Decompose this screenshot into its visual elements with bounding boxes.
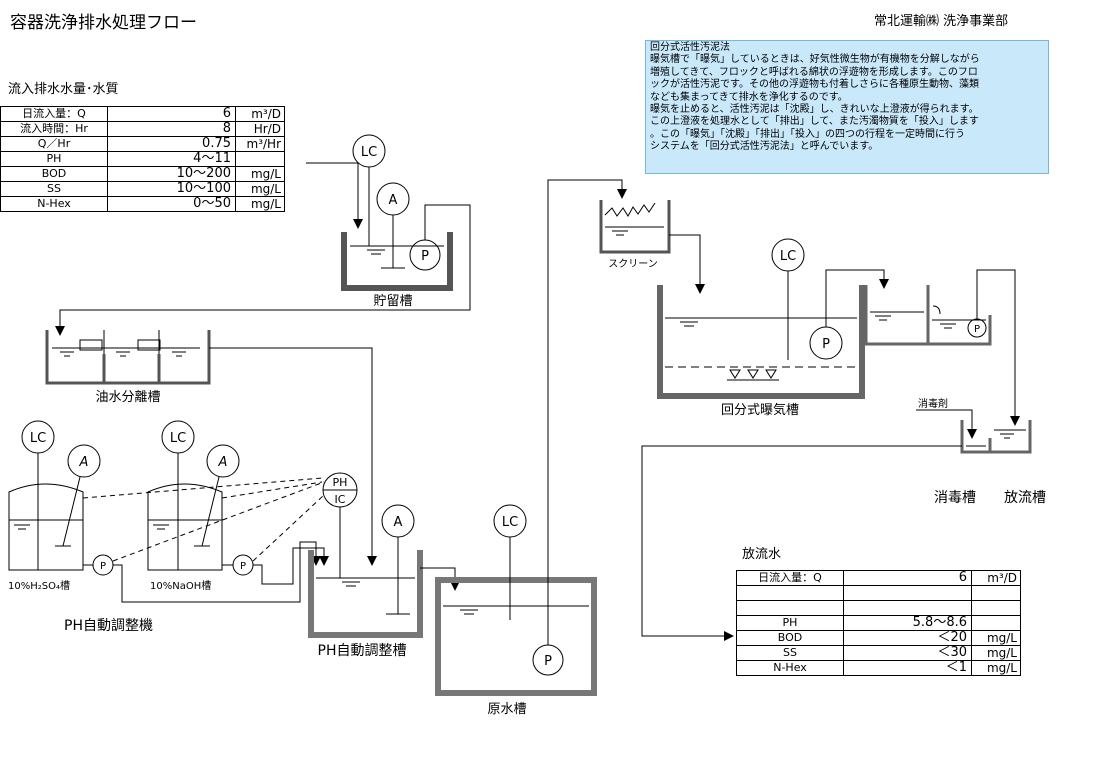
intermediate-pump-label: P	[974, 324, 980, 335]
param-label: 流入時間：Hr	[0, 121, 108, 137]
info-line: 増殖してきて、フロックと呼ばれる綿状の浮遊物を形成します。このフロ	[650, 66, 978, 78]
param-value: 10～200	[107, 166, 236, 182]
outflow-row	[736, 585, 1021, 601]
oil-separator	[45, 330, 211, 385]
param-unit: mg/L	[971, 645, 1021, 661]
outflow-heading: 放流水	[742, 547, 782, 562]
oil-separator-label: 油水分離槽	[95, 390, 160, 405]
storage-lc-sensor	[352, 134, 386, 246]
ph-tank-level-meter	[381, 504, 415, 615]
param-label: 日流入量：Q	[0, 106, 108, 122]
aeration-tank-label: 回分式曝気槽	[721, 402, 799, 418]
page-title: 容器洗浄排水処理フロー	[10, 13, 197, 33]
discharge-tank-label: 放流槽	[1004, 490, 1046, 506]
acid-pump-label: P	[100, 561, 106, 572]
param-value: ＜30	[843, 645, 972, 661]
info-line: システムを「回分式活性汚泥法」と呼んでいます。	[650, 141, 879, 153]
aeration-lc-sensor	[771, 238, 805, 360]
param-unit: m³/D	[971, 570, 1021, 586]
storage-level-meter	[376, 182, 410, 269]
alkali-a-label: A	[218, 455, 228, 470]
param-label: BOD	[736, 630, 844, 646]
raw-tank-label: 原水槽	[487, 702, 526, 717]
disinfection-tank-label: 消毒槽	[934, 490, 976, 506]
param-value: 0～50	[107, 196, 236, 212]
param-label: N-Hex	[736, 660, 844, 676]
storage-lc-label: LC	[361, 145, 377, 160]
ph-unit-label: PH自動調整機	[64, 618, 153, 634]
raw-lc-label: LC	[502, 515, 518, 530]
alkali-chemical-tank	[147, 420, 240, 571]
param-value: 0.75	[107, 136, 236, 152]
dosing-pump-alkali	[222, 554, 254, 576]
acid-chemical-tank	[8, 420, 101, 571]
raw-tank-lc-sensor	[493, 504, 527, 620]
company-name: 常北運輸㈱ 洗浄事業部	[874, 14, 1009, 29]
ph-tank-a-label: A	[394, 515, 403, 530]
raw-water-tank	[435, 577, 597, 696]
storage-p-label: P	[421, 249, 429, 264]
param-label: N-Hex	[0, 196, 108, 212]
acid-a-label: A	[79, 455, 89, 470]
param-unit: m³/Hr	[235, 136, 285, 152]
param-unit: mg/L	[235, 181, 285, 197]
dosing-pump-acid	[83, 554, 114, 576]
param-value: 4～11	[107, 151, 236, 167]
param-value: ＜1	[843, 660, 972, 676]
aeration-pump-label: P	[822, 337, 830, 352]
info-line: 曝気を止めると、活性汚泥は「沈殿」し、きれいな上澄液が得られます。	[650, 104, 979, 116]
alkali-pump-label: P	[240, 561, 246, 572]
screen-unit	[599, 200, 671, 254]
storage-a-label: A	[389, 193, 398, 208]
disinfection-tank	[960, 420, 1032, 454]
acid-lc-label: LC	[30, 431, 46, 446]
ic-label: IC	[335, 493, 346, 506]
param-unit: mg/L	[235, 166, 285, 182]
screen-label: スクリーン	[608, 258, 658, 270]
storage-tank-label: 貯留槽	[373, 294, 412, 309]
aeration-lc-label: LC	[780, 249, 796, 264]
ph-tank-label: PH自動調整槽	[318, 643, 407, 659]
inflow-heading: 流入排水水量･水質	[8, 82, 119, 97]
disinfectant-label: 消毒剤	[918, 397, 948, 410]
info-box: 回分式活性汚泥法 曝気槽で「曝気」しているときは、好気性微生物が有機物を分解しな…	[645, 40, 1049, 174]
storage-tank	[341, 232, 453, 291]
param-unit: mg/L	[971, 630, 1021, 646]
ph-adjust-tank	[308, 550, 423, 638]
info-line: ックが活性汚泥です。その他の浮遊物も付着しさらに各種原生動物、藻類	[650, 79, 979, 91]
outflow-row	[736, 600, 1021, 616]
ph-ic-controller	[322, 472, 358, 578]
param-unit: mg/L	[971, 660, 1021, 676]
info-line: 曝気槽で「曝気」しているときは、好気性微生物が有機物を分解しながら	[650, 54, 980, 66]
intermediate-tank	[864, 285, 992, 346]
info-line: この上澄液を処理水として「排出」して、また汚濁物質を「投入」します	[650, 116, 979, 128]
alkali-lc-label: LC	[170, 431, 186, 446]
param-label: 日流入量：Q	[736, 570, 844, 586]
ph-label: PH	[333, 476, 348, 489]
aeration-tank	[657, 285, 865, 399]
info-title: 回分式活性汚泥法	[650, 42, 730, 53]
raw-pump-label: P	[544, 654, 552, 669]
acid-tank-label: 10%H₂SO₄槽	[8, 579, 70, 592]
info-line: なども集まってきて排水を浄化するのです。	[650, 91, 848, 103]
param-value: 10～100	[107, 181, 236, 197]
alkali-tank-label: 10%NaOH槽	[150, 579, 211, 592]
param-unit: mg/L	[235, 196, 285, 212]
info-line: 。この「曝気」「沈殿」「排出」「投入」の四つの行程を一定時間に行う	[650, 128, 965, 140]
